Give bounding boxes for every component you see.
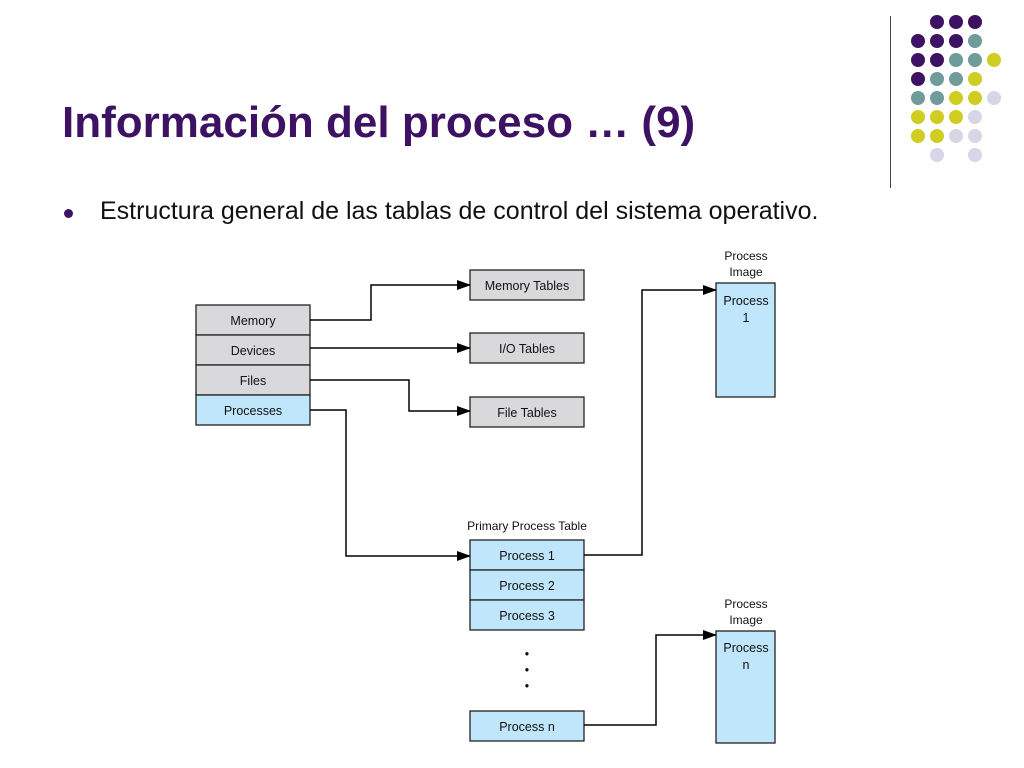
process-image-n-content-line2: n: [743, 658, 750, 672]
memory-arrow: [310, 280, 471, 321]
resource-list: Memory Devices Files Processes: [195, 304, 311, 426]
process-1-label: Process 1: [499, 549, 555, 563]
ellipsis-dot-2: •: [525, 663, 529, 677]
decorative-dot: [930, 72, 944, 86]
processes-arrow: [310, 409, 471, 561]
decorative-dot: [911, 110, 925, 124]
decorative-dot: [930, 53, 944, 67]
process-1-image-arrow: [584, 285, 717, 556]
process-image-1-content-line1: Process: [723, 294, 768, 308]
process-3-row: [469, 599, 585, 631]
decorative-dot: [949, 53, 963, 67]
decorative-dot: [930, 129, 944, 143]
decorative-dot: [968, 129, 982, 143]
decorative-dot: [911, 53, 925, 67]
processes-box: [195, 394, 311, 426]
process-image-n-box: [715, 630, 776, 744]
process-n-row: [469, 710, 585, 742]
divider-line: [890, 16, 891, 188]
memory-tables-label: Memory Tables: [485, 279, 570, 293]
decorative-dot: [968, 53, 982, 67]
bullet-icon: [64, 209, 73, 218]
process-n-label: Process n: [499, 720, 555, 734]
primary-process-table-label: Primary Process Table: [467, 519, 587, 533]
ellipsis-dot-3: •: [525, 679, 529, 693]
process-image-n-content-line1: Process: [723, 641, 768, 655]
process-1-row: [469, 539, 585, 571]
devices-box: [195, 334, 311, 366]
decorative-dot: [930, 148, 944, 162]
files-arrow: [310, 379, 471, 416]
process-image-1-content-line2: 1: [743, 311, 750, 325]
decorative-dot: [911, 129, 925, 143]
decorative-dot: [911, 72, 925, 86]
ellipsis-dot-1: •: [525, 647, 529, 661]
decorative-dot: [987, 53, 1001, 67]
process-image-n-label-line1: Process: [724, 597, 767, 611]
decorative-dot: [968, 72, 982, 86]
files-label: Files: [240, 374, 266, 388]
decorative-dot: [968, 15, 982, 29]
processes-label: Processes: [224, 404, 282, 418]
decorative-dot: [968, 110, 982, 124]
decorative-dot: [949, 34, 963, 48]
decorative-dot: [930, 34, 944, 48]
decorative-dot: [968, 91, 982, 105]
process-n-image-arrow: [584, 630, 717, 726]
memory-tables-box: [469, 269, 585, 301]
decorative-dot: [930, 91, 944, 105]
process-image-n-label-line2: Image: [729, 613, 763, 627]
decorative-dot: [930, 110, 944, 124]
decorative-dot: [968, 148, 982, 162]
process-image-1-box: [715, 282, 776, 398]
decorative-dot: [949, 129, 963, 143]
memory-box: [195, 304, 311, 336]
memory-label: Memory: [230, 314, 276, 328]
process-image-1-label-line1: Process: [724, 249, 767, 263]
decorative-dot: [911, 91, 925, 105]
decorative-dot: [949, 110, 963, 124]
process-2-label: Process 2: [499, 579, 555, 593]
decorative-dot-pattern: [911, 15, 1001, 162]
decorative-dot: [949, 15, 963, 29]
decorative-dot: [968, 34, 982, 48]
process-3-label: Process 3: [499, 609, 555, 623]
devices-label: Devices: [231, 344, 275, 358]
decorative-dot: [987, 91, 1001, 105]
decorative-dot: [949, 91, 963, 105]
decorative-dot: [949, 72, 963, 86]
slide-title: Información del proceso … (9): [62, 98, 696, 147]
io-tables-label: I/O Tables: [499, 342, 555, 356]
decorative-dot: [930, 15, 944, 29]
io-tables-box: [469, 332, 585, 364]
file-tables-label: File Tables: [497, 406, 557, 420]
process-image-1-label-line2: Image: [729, 265, 763, 279]
decorative-dot: [911, 34, 925, 48]
bullet-text: Estructura general de las tablas de cont…: [100, 197, 819, 225]
